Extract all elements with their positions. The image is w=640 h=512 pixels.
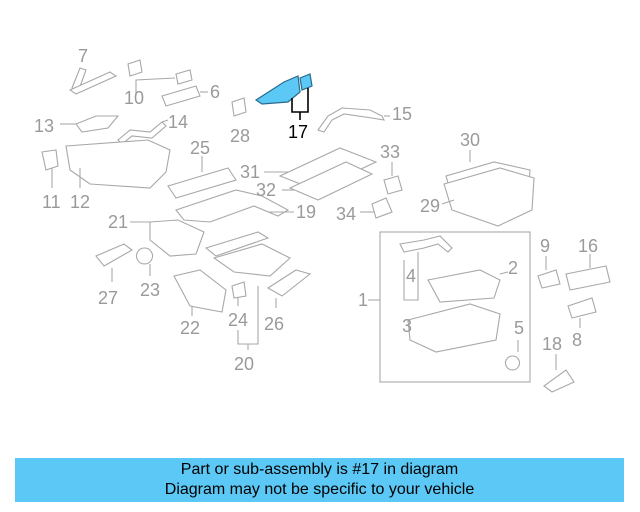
part-6-shape (161, 85, 201, 107)
part-2-leader (499, 271, 509, 275)
callout-30: 30 (460, 130, 480, 150)
callout-16: 16 (578, 236, 598, 256)
callout-27: 27 (98, 288, 118, 308)
callout-22: 22 (180, 318, 200, 338)
callout-4: 4 (406, 266, 416, 286)
part-4-harness (399, 235, 453, 253)
part-15-shape (317, 107, 385, 133)
part-22-shape (173, 269, 227, 313)
part-21-shape (149, 219, 205, 257)
callout-31: 31 (240, 162, 260, 182)
callout-12: 12 (70, 192, 90, 212)
callout-8: 8 (572, 330, 582, 350)
part-2-shape (427, 269, 501, 303)
callout-13: 13 (34, 116, 54, 136)
part-34-shape (371, 197, 393, 219)
banner-line-2: Diagram may not be specific to your vehi… (164, 481, 475, 498)
callout-10: 10 (124, 88, 144, 108)
part-29-shape (443, 167, 535, 227)
callout-20: 20 (234, 354, 254, 374)
part-8-shape (567, 297, 597, 319)
callout-5: 5 (514, 318, 524, 338)
callout-1: 1 (358, 290, 368, 310)
part-4-leader (403, 252, 419, 301)
callout-2: 2 (508, 258, 518, 278)
callout-14: 14 (168, 112, 188, 132)
part-17-clip (299, 73, 313, 91)
part-10-leader (135, 77, 176, 96)
callout-6: 6 (210, 82, 220, 102)
part-7-bracket (68, 71, 118, 95)
callout-26: 26 (264, 314, 284, 334)
part-32-shape (288, 161, 374, 201)
callout-7: 7 (78, 46, 88, 66)
callout-23: 23 (140, 280, 160, 300)
parts-diagram: 1 2 3 4 5 6 7 8 9 10 11 12 13 14 15 16 1… (34, 46, 611, 393)
callout-33: 33 (380, 142, 400, 162)
callout-3: 3 (402, 316, 412, 336)
part-25-shape (167, 167, 237, 199)
callout-19: 19 (296, 202, 316, 222)
banner-line-1: Part or sub-assembly is #17 in diagram (180, 461, 459, 478)
callout-29: 29 (420, 196, 440, 216)
part-14-leader (161, 119, 169, 123)
part-19-shape (175, 189, 290, 223)
callout-18: 18 (542, 334, 562, 354)
part-frame-lower (212, 243, 291, 277)
callout-21: 21 (108, 212, 128, 232)
part-10-shape-a (127, 59, 143, 77)
part-24-shape (231, 281, 247, 299)
part-13-shape (75, 115, 120, 133)
part-29-leader (441, 199, 455, 205)
callout-9: 9 (540, 236, 550, 256)
callout-24: 24 (228, 310, 248, 330)
part-11-shape (41, 149, 59, 171)
part-26-shape (266, 269, 312, 297)
part-33-shape (383, 175, 403, 195)
callout-11: 11 (42, 192, 61, 212)
part-18-shape (543, 369, 575, 393)
seat-adjuster-box (379, 231, 531, 383)
callout-17: 17 (288, 122, 308, 142)
part-12-shape (65, 139, 171, 189)
part-23-shape (135, 247, 154, 265)
part-frame-shape (204, 231, 270, 257)
part-10-shape-b (175, 69, 193, 85)
callout-25: 25 (190, 138, 210, 158)
part-27-shape (95, 243, 133, 267)
callout-34: 34 (336, 204, 356, 224)
part-5-shape (504, 355, 521, 371)
part-9-shape (537, 269, 561, 289)
part-16-shape (565, 265, 611, 291)
part-28-shape (231, 97, 247, 117)
part-3-shape (407, 303, 501, 353)
callout-28: 28 (230, 126, 250, 146)
callout-15: 15 (392, 104, 412, 124)
part-17-trim (254, 75, 301, 105)
callout-32: 32 (256, 180, 276, 200)
info-banner: Part or sub-assembly is #17 in diagram D… (15, 458, 624, 502)
